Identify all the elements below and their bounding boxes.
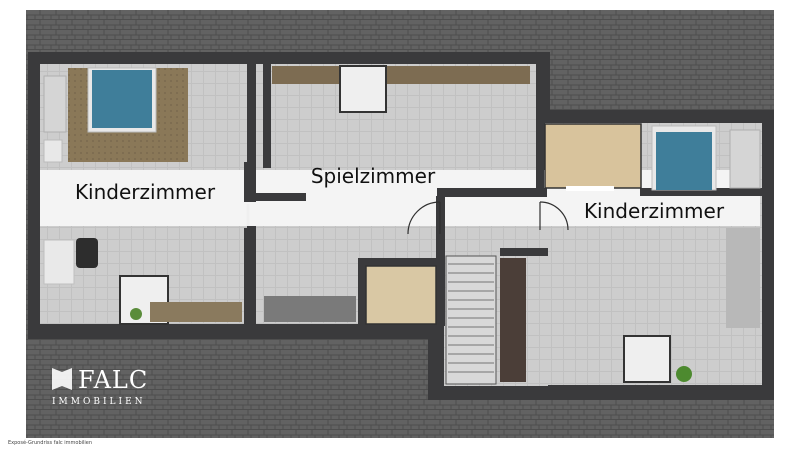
room-label-kinderzimmer-right: Kinderzimmer [584,199,725,223]
desk-chair [76,238,98,268]
spielzimmer-furniture [264,65,530,325]
cabinet-right [726,228,760,328]
wardrobe [544,123,642,189]
desk [43,239,75,285]
armchair [729,129,761,189]
radiator [566,186,614,191]
shelf-top [272,66,530,84]
dormer-window-left [119,275,169,325]
kinderzimmer-left-furniture [43,67,242,325]
kinderzimmer-right-furniture [544,123,761,383]
bench [264,296,356,322]
plant-left [130,308,142,320]
dormer-window-top [339,65,387,113]
bed-cover-left [92,70,152,128]
door-swings [246,201,569,235]
room-label-spielzimmer: Spielzimmer [311,164,436,188]
shelf-left [150,302,242,322]
room-label-kinderzimmer-left: Kinderzimmer [75,180,216,204]
sofa [43,75,67,133]
logo-mark-icon [52,368,72,390]
brand-name: FALC [78,366,148,394]
plant-right [676,366,692,382]
play-mat [365,265,437,325]
stair-rail [500,258,526,382]
bed-cover-right [656,132,712,190]
interior-walls [244,64,762,326]
brand-logo: FALC IMMOBILIEN [52,366,148,407]
dormer-window-right [623,335,671,383]
staircase [445,255,526,385]
brand-tagline: IMMOBILIEN [52,397,146,407]
credit-text: Exposé-Grundriss falc immobilien [8,439,92,446]
